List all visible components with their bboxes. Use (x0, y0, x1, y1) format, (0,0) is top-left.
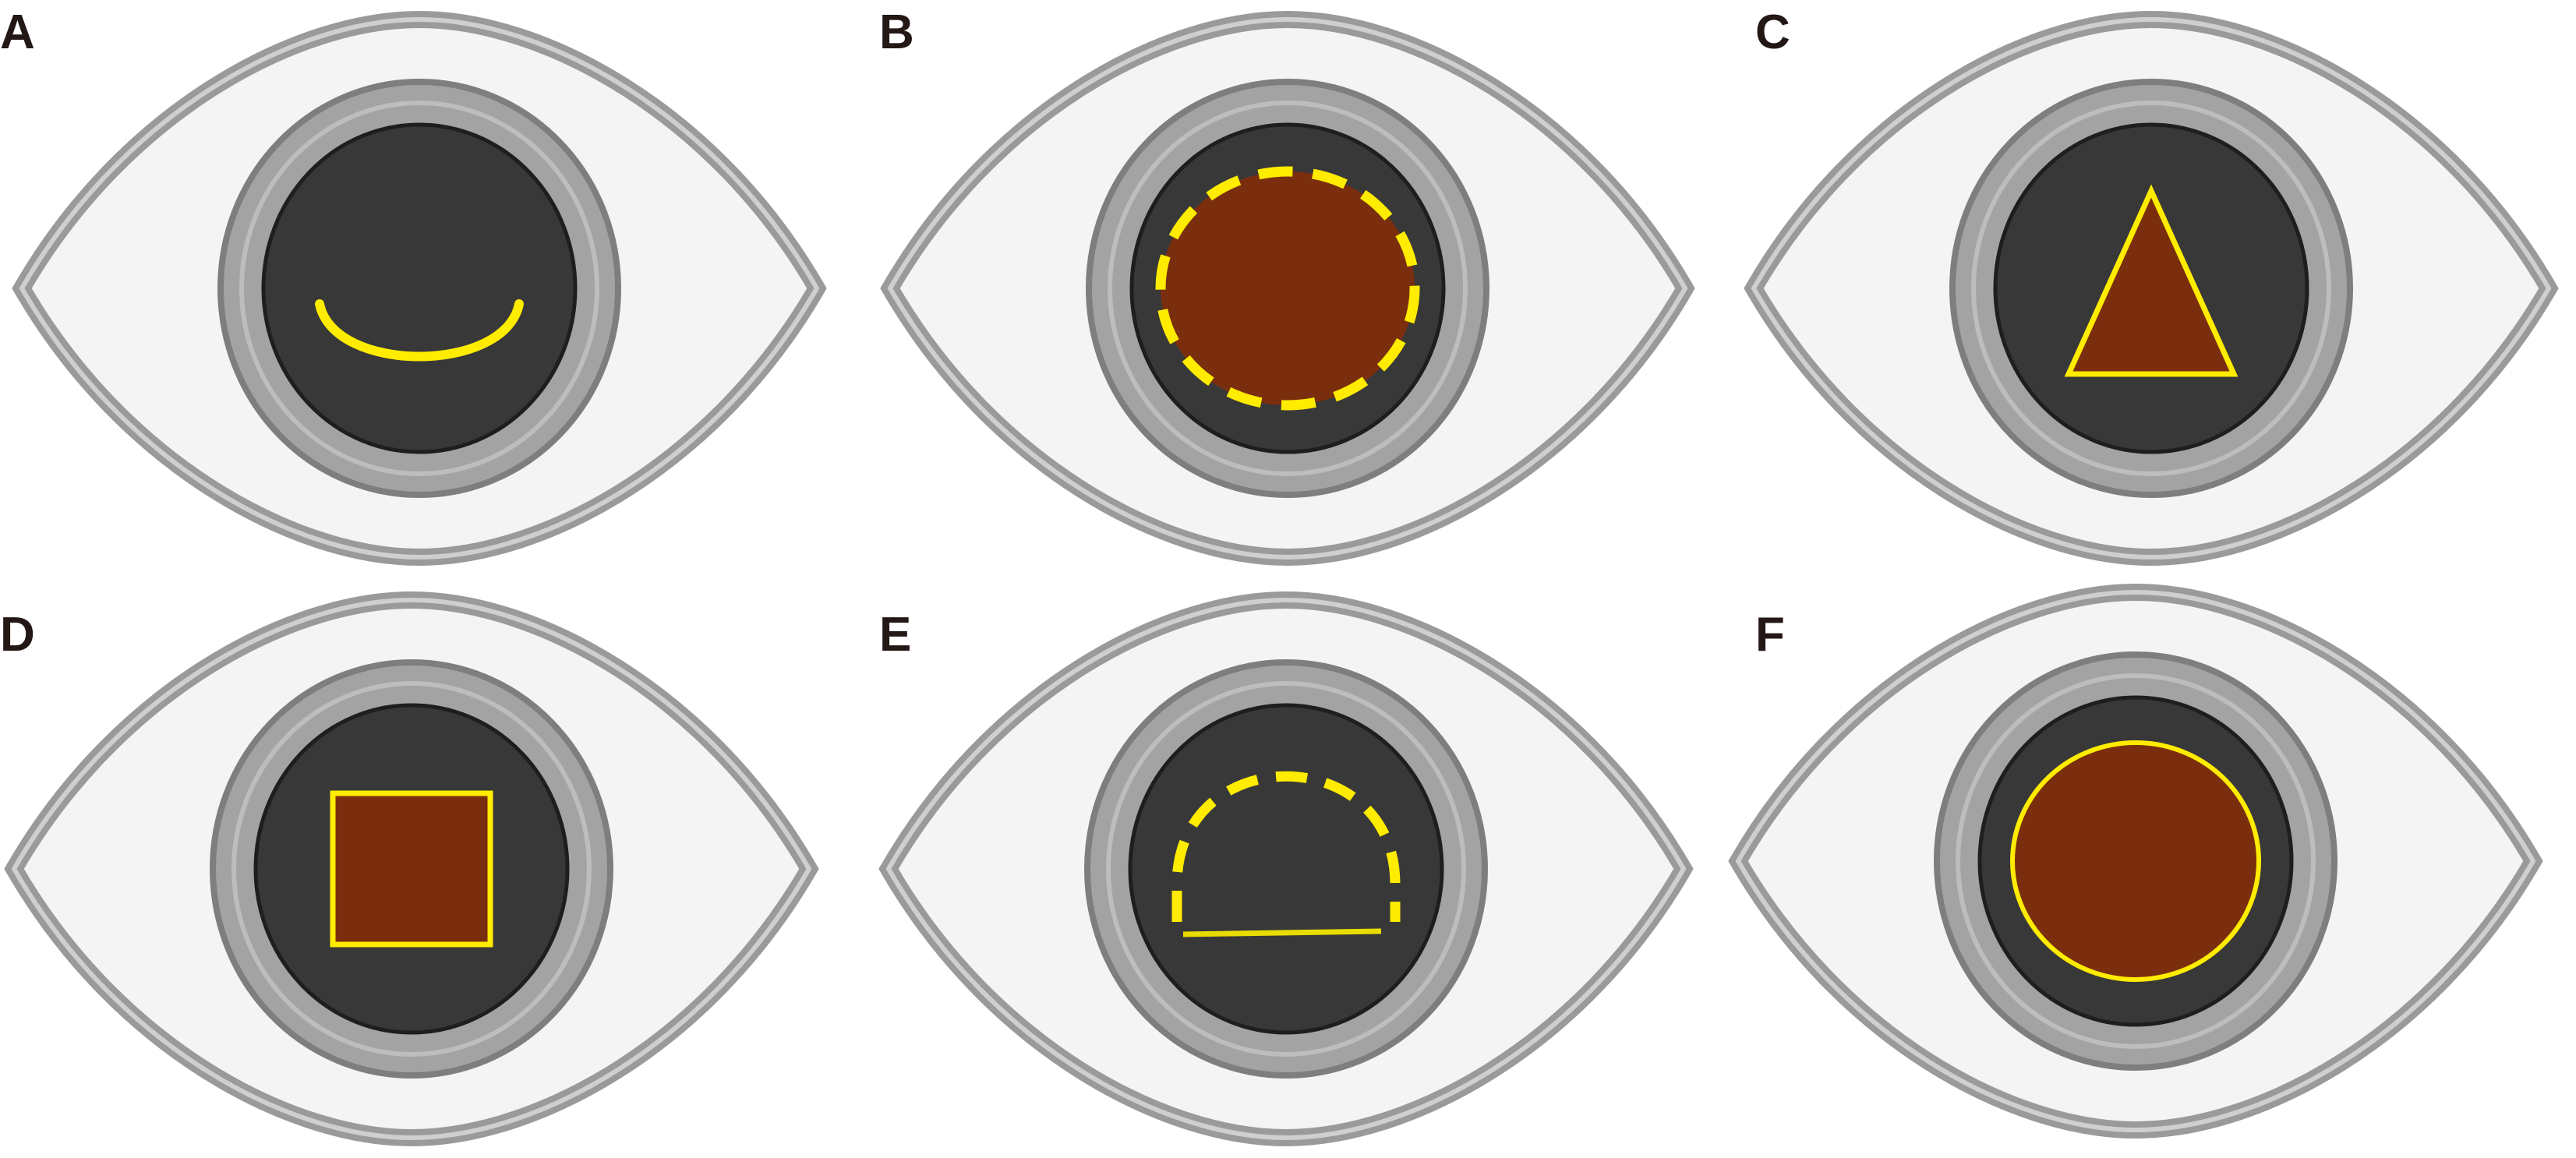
panel-a (22, 19, 817, 557)
panel-label-d: D (0, 608, 35, 662)
panel-label-c: C (1755, 5, 1790, 59)
lesion-f-circle (2010, 740, 2261, 982)
panel-d (14, 600, 809, 1138)
panel-b (890, 19, 1685, 557)
lesion-b-dashed-circle (1155, 166, 1420, 411)
panel-label-f: F (1755, 608, 1785, 662)
panel-label-a: A (0, 5, 35, 59)
lesion-a-arc (315, 299, 524, 362)
eye-e-icon (889, 600, 1684, 1138)
lesion-d-square (330, 790, 493, 948)
panel-e (889, 600, 1684, 1138)
panel-label-e: E (879, 608, 911, 662)
panel-label-b: B (879, 5, 914, 59)
lesion-e-base-line (1182, 928, 1382, 937)
lesion-e-dashed-dome (1171, 771, 1401, 922)
panel-f (1738, 592, 2533, 1130)
eye-a-icon (22, 19, 817, 557)
panel-c (1754, 19, 2549, 557)
lesion-c-triangle (2064, 184, 2239, 377)
